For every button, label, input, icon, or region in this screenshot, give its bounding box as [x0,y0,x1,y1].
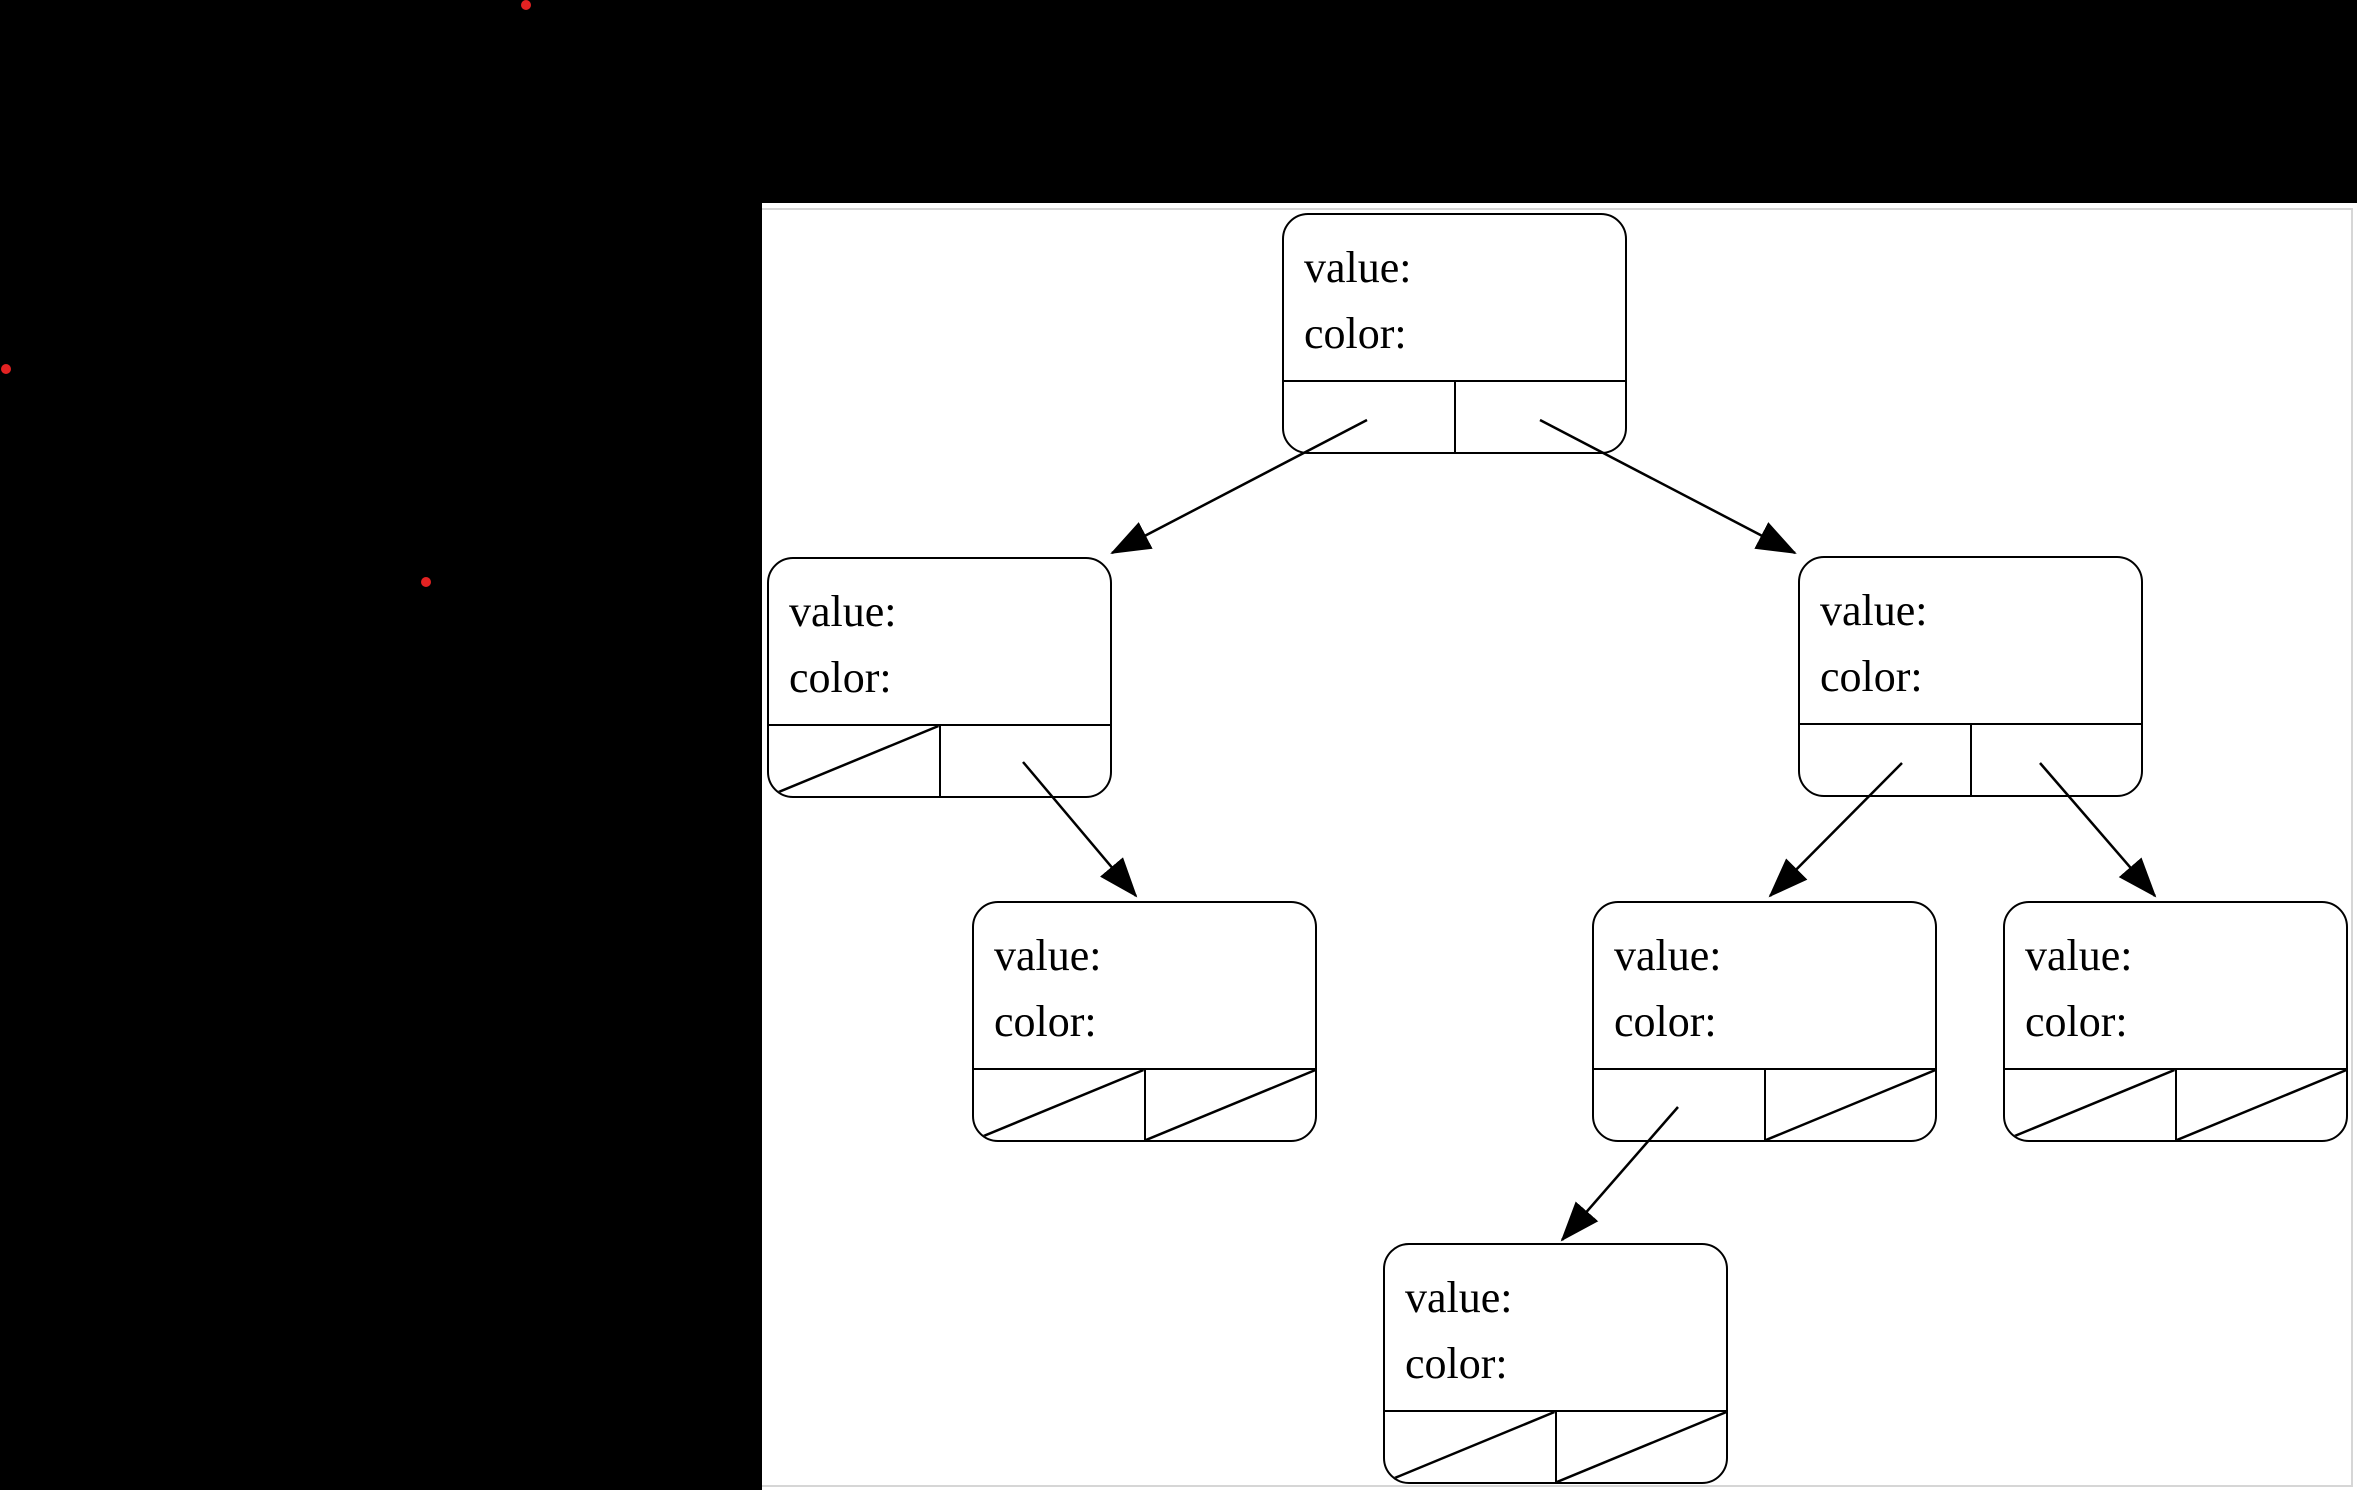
pointer-row [769,724,1110,796]
right-pointer-cell [1972,725,2142,795]
pointer-row [1800,723,2141,795]
null-slash [2177,1070,2347,1140]
left-pointer-cell [1594,1070,1766,1140]
tree-node-right-left-grandchild: value: color: [1592,901,1937,1142]
null-slash [1385,1412,1555,1482]
tree-node-left-child: value: color: [767,557,1112,798]
panel-inner-border [762,208,2353,1487]
null-slash [2005,1070,2175,1140]
color-label: color: [1614,997,1717,1046]
right-pointer-cell [1766,1070,1936,1140]
left-pointer-cell [769,726,941,796]
tree-node-right-right-grandchild: value: color: [2003,901,2348,1142]
pointer-row [2005,1068,2346,1140]
right-pointer-cell [1557,1412,1727,1482]
null-slash [769,726,939,796]
pointer-row [1385,1410,1726,1482]
value-label: value: [1405,1273,1513,1322]
pointer-row [1284,380,1625,452]
left-pointer-cell [2005,1070,2177,1140]
left-pointer-cell [1800,725,1972,795]
color-label: color: [1405,1339,1508,1388]
color-label: color: [1820,652,1923,701]
right-pointer-cell [1146,1070,1316,1140]
value-label: value: [1820,586,1928,635]
value-label: value: [1614,931,1722,980]
right-pointer-cell [1456,382,1626,452]
right-pointer-cell [2177,1070,2347,1140]
pointer-row [1594,1068,1935,1140]
right-pointer-cell [941,726,1111,796]
red-dot [521,0,531,10]
pointer-row [974,1068,1315,1140]
tree-node-left-right-grandchild: value: color: [972,901,1317,1142]
value-label: value: [1304,243,1412,292]
null-slash [974,1070,1144,1140]
null-slash [1557,1412,1727,1482]
value-label: value: [2025,931,2133,980]
tree-node-right-child: value: color: [1798,556,2143,797]
value-label: value: [789,587,897,636]
left-pointer-cell [974,1070,1146,1140]
color-label: color: [2025,997,2128,1046]
red-dot [421,577,431,587]
color-label: color: [994,997,1097,1046]
null-slash [1766,1070,1936,1140]
left-pointer-cell [1284,382,1456,452]
color-label: color: [789,653,892,702]
value-label: value: [994,931,1102,980]
null-slash [1146,1070,1316,1140]
tree-node-deep-left: value: color: [1383,1243,1728,1484]
left-pointer-cell [1385,1412,1557,1482]
tree-node-root: value: color: [1282,213,1627,454]
color-label: color: [1304,309,1407,358]
red-dot [1,364,11,374]
